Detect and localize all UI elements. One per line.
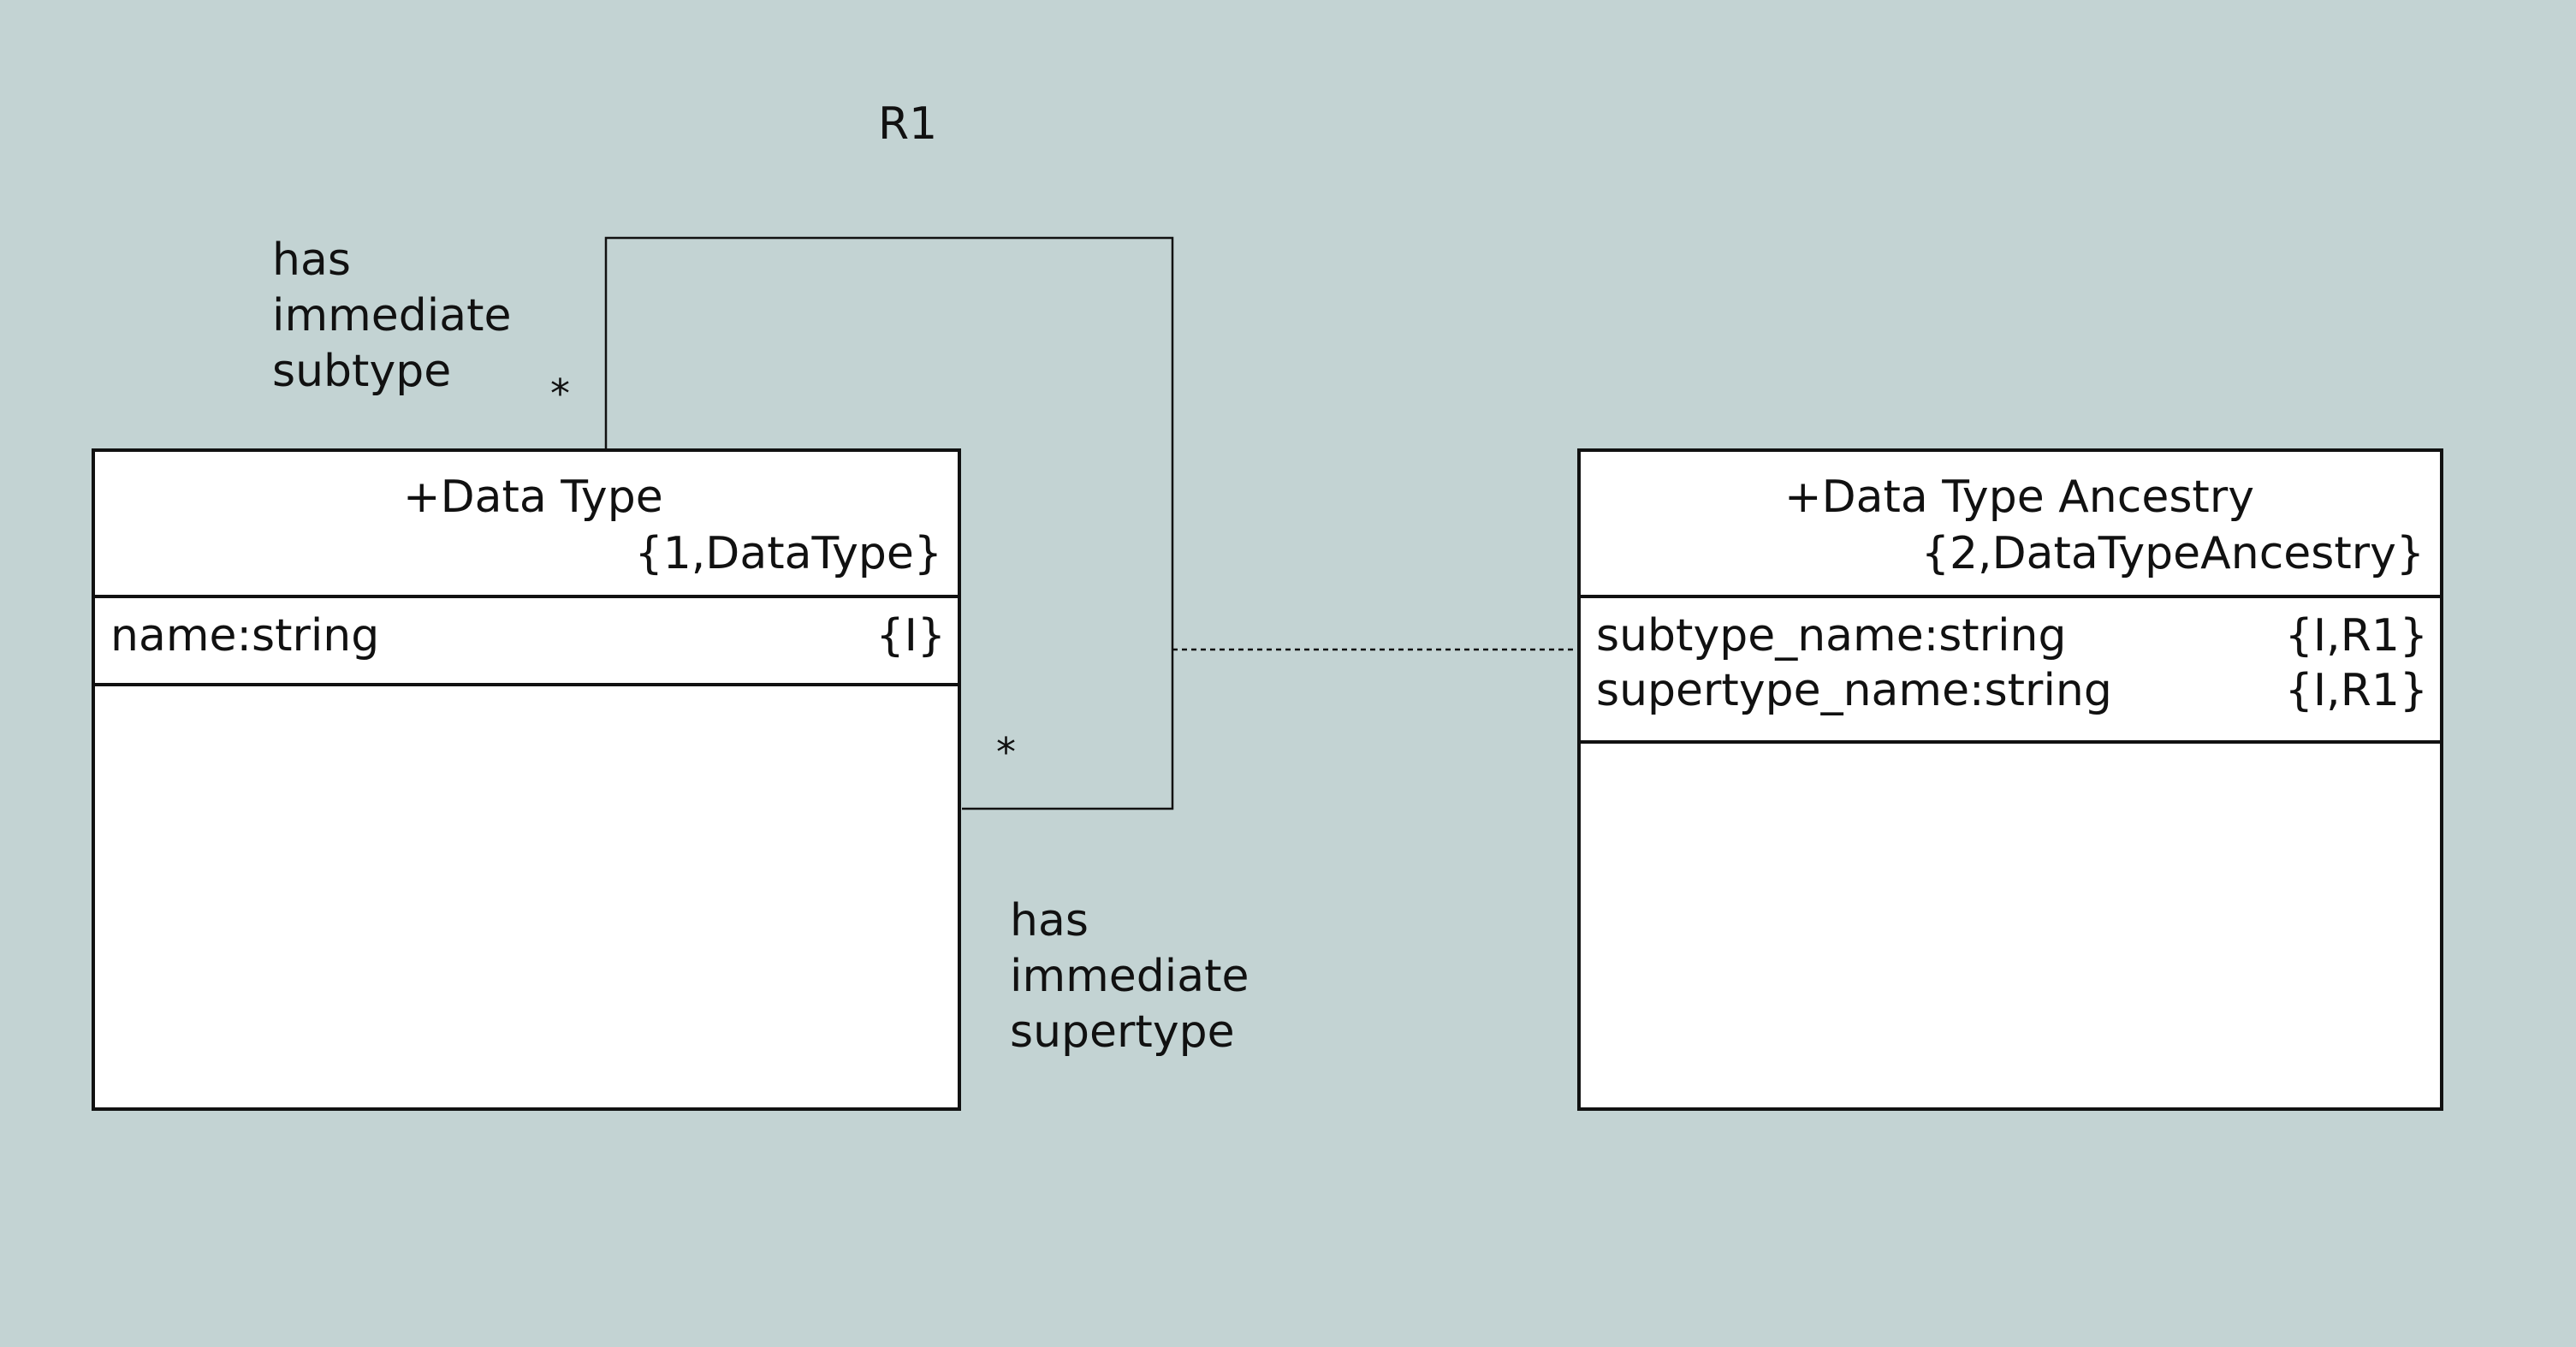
class-name: +Data Type [403, 472, 663, 523]
attribute-compartment: subtype_name:string {I,R1} supertype_nam… [1581, 595, 2440, 744]
class-key: {2,DataTypeAncestry} [1920, 528, 2425, 579]
data-type-class-box[interactable]: +Data Type {1,DataType} name:string {I} [92, 448, 961, 1111]
attribute-name: subtype_name:string [1596, 610, 2067, 662]
attribute-compartment: name:string {I} [95, 595, 958, 686]
subtype-multiplicity: * [550, 371, 570, 417]
class-name: +Data Type Ancestry [1784, 472, 2254, 523]
class-header: +Data Type {1,DataType} [95, 452, 958, 598]
supertype-multiplicity: * [996, 729, 1016, 775]
attribute-tag: {I,R1} [2284, 665, 2428, 716]
data-type-ancestry-class-box[interactable]: +Data Type Ancestry {2,DataTypeAncestry}… [1577, 448, 2443, 1111]
subtype-role-phrase: has immediate subtype [272, 233, 511, 400]
subtype-role-word: has [272, 234, 351, 286]
relationship-label: R1 [878, 98, 938, 150]
attribute-row: supertype_name:string {I,R1} [1596, 663, 2428, 718]
supertype-role-word: supertype [1010, 1006, 1235, 1058]
attribute-row: name:string {I} [110, 608, 946, 663]
subtype-role-word: subtype [272, 346, 452, 397]
supertype-role-word: immediate [1010, 951, 1249, 1002]
attribute-tag: {I,R1} [2284, 610, 2428, 662]
attribute-tag: {I} [875, 610, 946, 662]
attribute-name: supertype_name:string [1596, 665, 2112, 716]
subtype-role-word: immediate [272, 290, 512, 341]
supertype-role-word: has [1010, 895, 1089, 946]
attribute-row: subtype_name:string {I,R1} [1596, 608, 2428, 663]
supertype-role-phrase: has immediate supertype [1010, 893, 1249, 1060]
class-key: {1,DataType} [634, 528, 942, 579]
attribute-name: name:string [110, 610, 380, 662]
class-header: +Data Type Ancestry {2,DataTypeAncestry} [1581, 452, 2440, 598]
r1-reflexive-association-line [604, 236, 1174, 810]
